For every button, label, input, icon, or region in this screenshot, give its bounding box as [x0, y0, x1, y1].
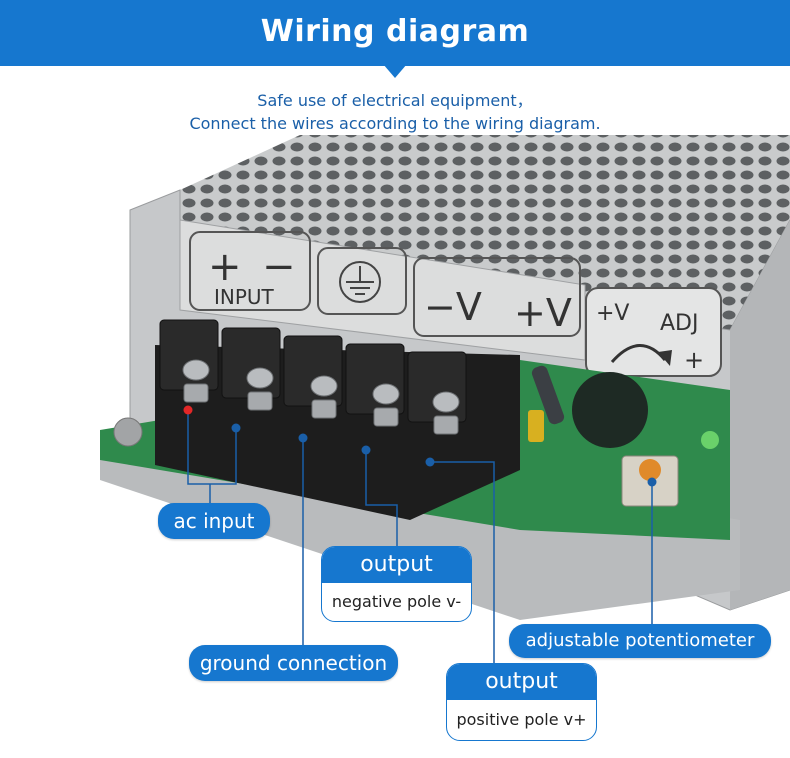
output-positive-card: output positive pole v+	[446, 663, 597, 741]
yellow-capacitor	[528, 410, 544, 442]
output-positive-desc: positive pole v+	[456, 710, 587, 729]
leader-lines	[187, 410, 653, 664]
power-supply-illustration: + − INPUT −V +V +V ADJ +	[100, 135, 790, 664]
ac-input-dot-red	[183, 405, 193, 415]
header-banner: Wiring diagram	[0, 0, 790, 66]
ground-dot	[298, 433, 308, 443]
leader-dots	[183, 405, 657, 487]
ground-connection-callout: ground connection	[189, 645, 398, 681]
negative-dot	[361, 445, 371, 455]
negative-leader	[365, 450, 398, 548]
adj-plus-label: +	[684, 346, 704, 374]
output-negative-desc: negative pole v-	[331, 592, 462, 611]
negative-v-label: −V	[424, 285, 482, 329]
adj-label: ADJ	[660, 311, 698, 336]
led-indicator	[701, 431, 719, 449]
potentiometer-dot	[647, 477, 657, 487]
adjust-arrowhead-icon	[658, 350, 672, 366]
ac-input-label: ac input	[173, 509, 255, 533]
banner-pointer	[383, 64, 407, 78]
adjustable-potentiometer-callout: adjustable potentiometer	[509, 624, 771, 658]
adj-positive-label: +V	[596, 301, 629, 326]
input-label: INPUT	[214, 285, 275, 309]
terminal-block	[155, 319, 520, 520]
positive-dot	[425, 457, 435, 467]
mount-screw	[113, 417, 143, 447]
vented-top-cover	[180, 135, 790, 330]
label-panel: + − INPUT −V +V +V ADJ +	[179, 219, 722, 377]
adjustable-potentiometer-label: adjustable potentiometer	[525, 630, 755, 651]
ac-input-callout: ac input	[158, 503, 270, 539]
capacitor	[572, 372, 648, 448]
positive-v-label: +V	[514, 291, 572, 335]
ground-connection-label: ground connection	[199, 651, 388, 675]
case-side-panel	[730, 220, 790, 610]
page-title: Wiring diagram	[260, 14, 530, 49]
intro-line-1: Safe use of electrical equipment，	[257, 91, 533, 110]
output-negative-card: output negative pole v-	[321, 546, 472, 622]
input-minus-label: −	[262, 244, 296, 290]
input-plus-label: +	[208, 244, 242, 290]
ac-input-dot-blue	[231, 423, 241, 433]
resistor	[531, 365, 565, 425]
positive-leader	[430, 461, 495, 664]
intro-line-2: Connect the wires according to the wirin…	[189, 114, 601, 133]
output-negative-title: output	[322, 547, 471, 583]
ac-input-leader	[187, 410, 237, 485]
ground-symbol-icon	[339, 261, 381, 303]
intro-text: Safe use of electrical equipment， Connec…	[0, 89, 790, 135]
adjust-arrow-icon	[610, 344, 667, 363]
output-positive-title: output	[447, 664, 596, 700]
